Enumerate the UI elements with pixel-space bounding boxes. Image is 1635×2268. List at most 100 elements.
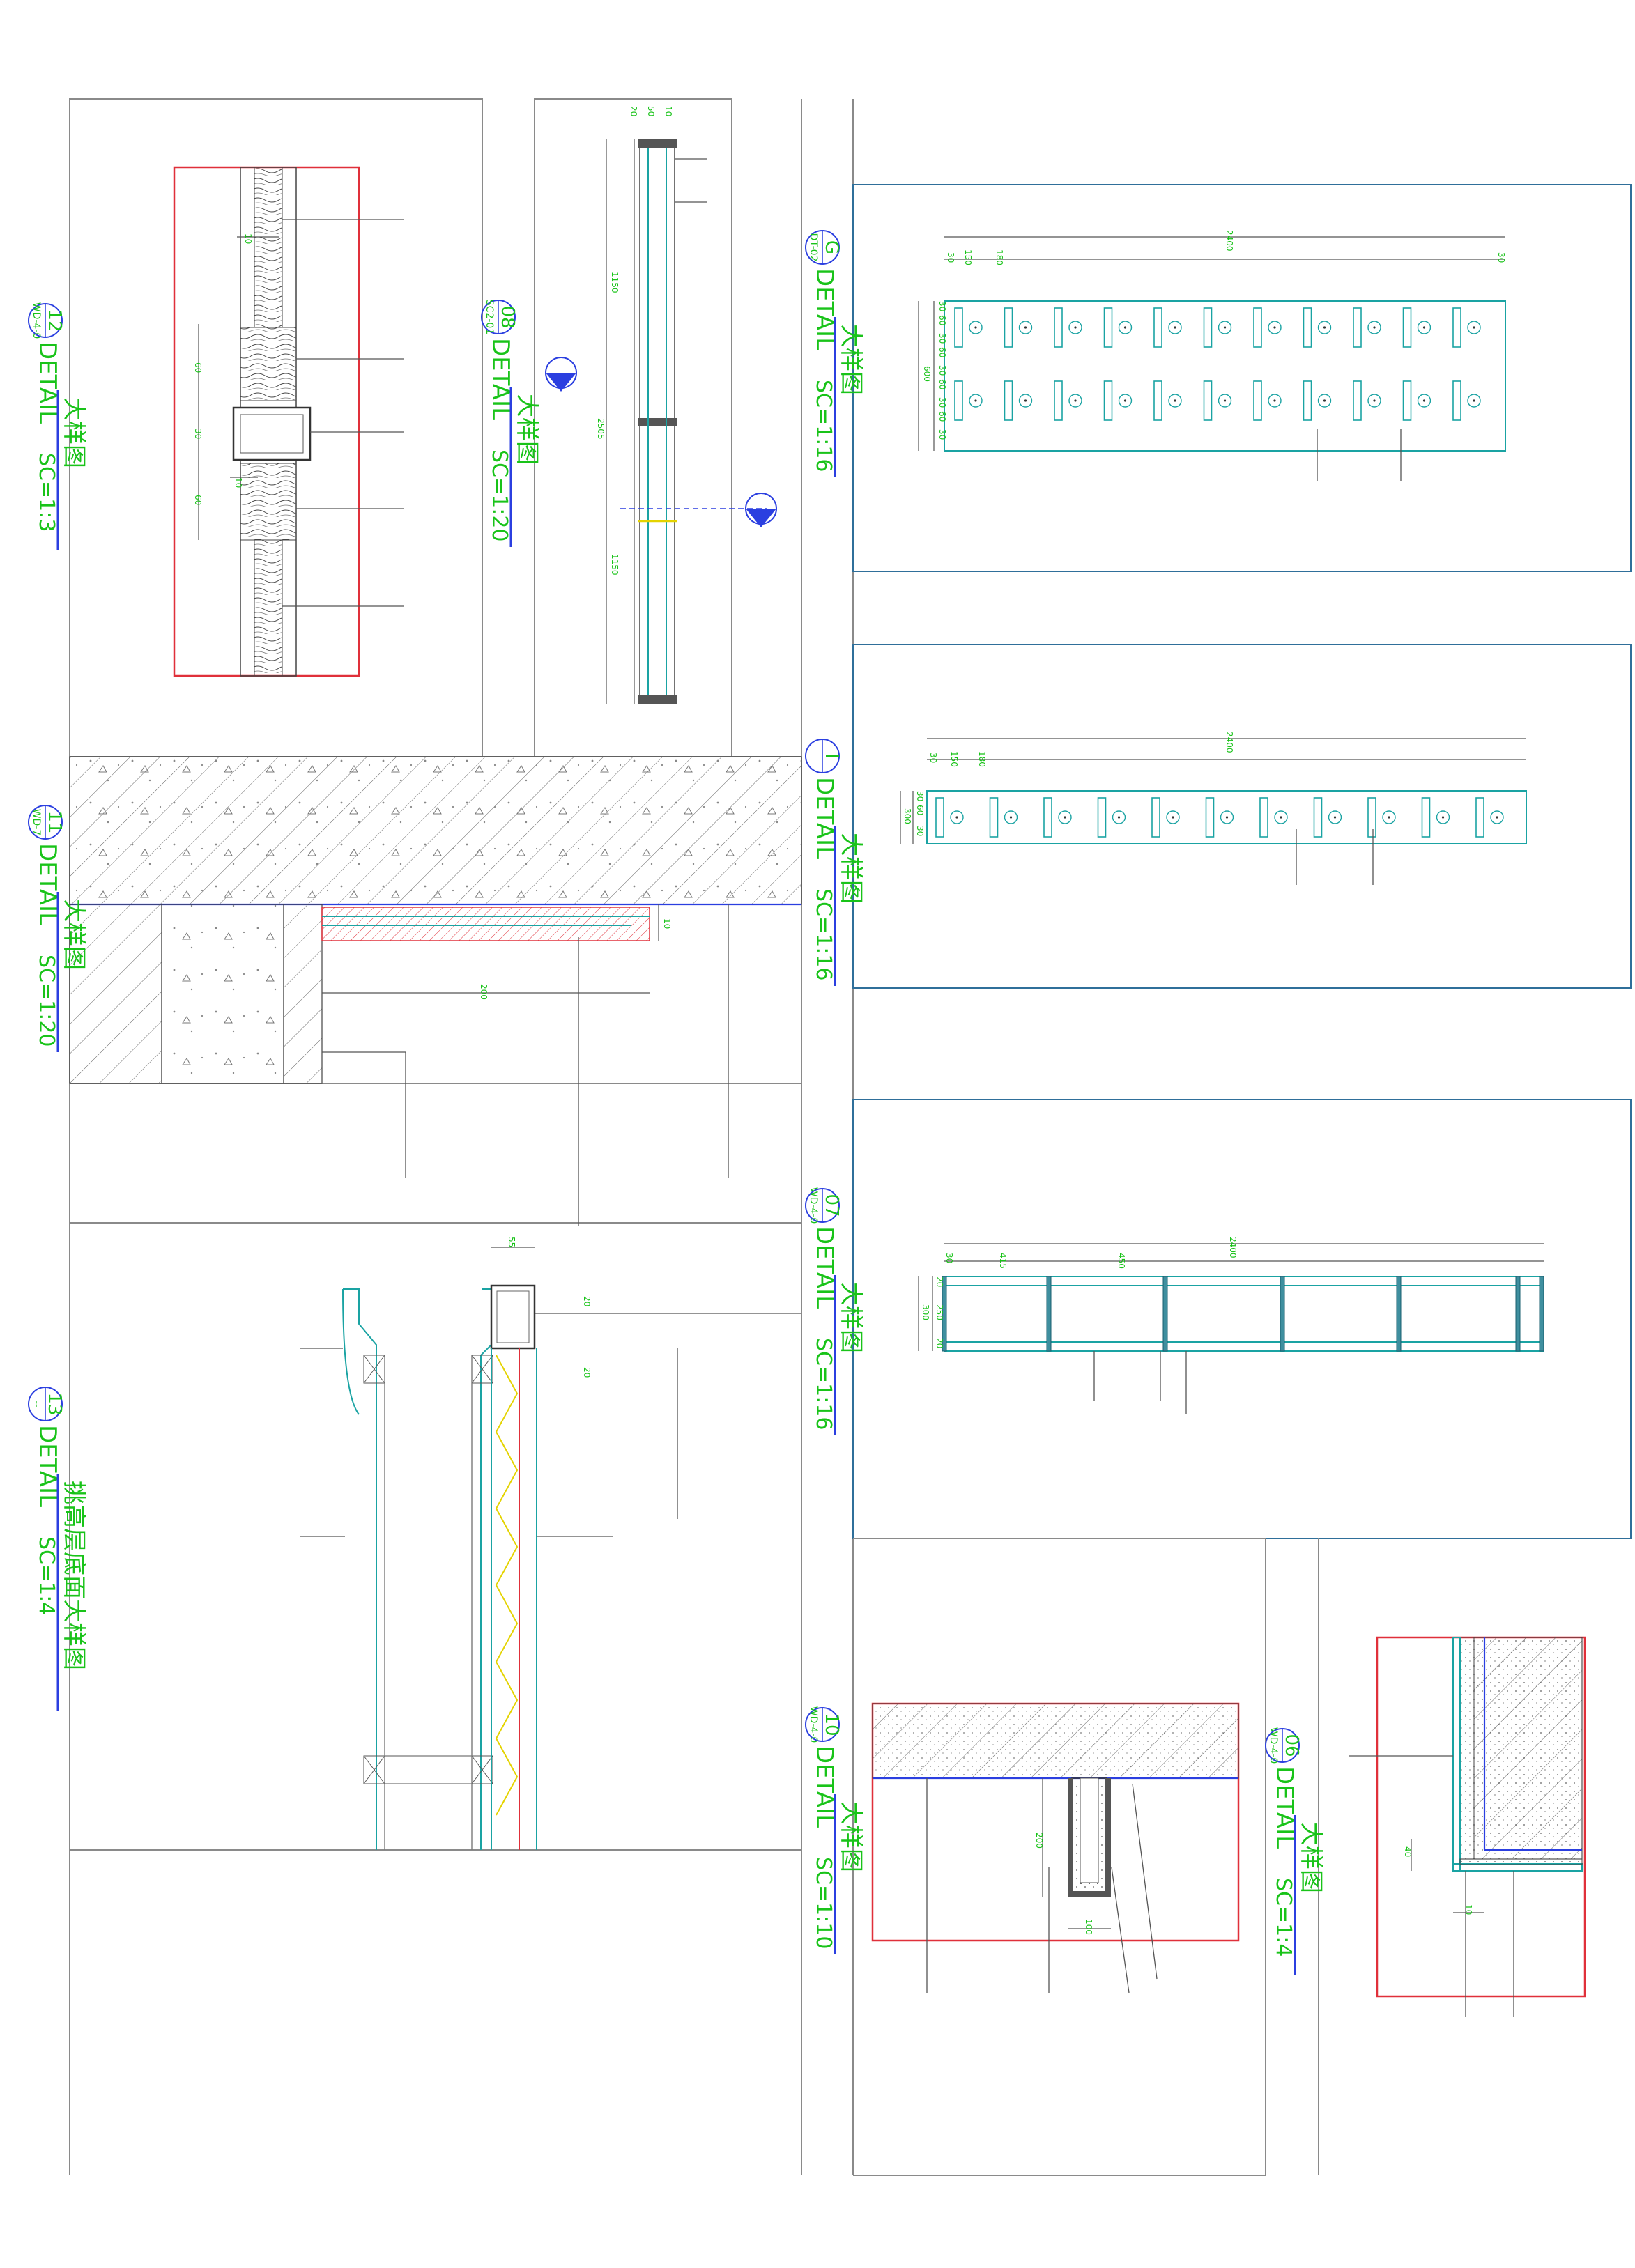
detail-08-scale: SC=1:20 [487,449,512,542]
hole [1490,810,1504,824]
detail-07-scale: SC=1:16 [811,1338,836,1430]
hole-center [1117,816,1121,819]
hole [1417,321,1431,334]
hole [1218,394,1232,408]
hole [1118,321,1133,334]
detail-12-scale: SC=1:3 [34,453,59,532]
hole-center [1273,326,1276,329]
hole-center [1024,399,1027,402]
dim-dI-top-1: 30 [928,753,938,763]
hole-center [1473,399,1475,402]
detail-07-drawing [918,1243,1544,1414]
detail-G-scale: SC=1:16 [811,380,836,472]
slot [989,797,999,838]
dim-d08-5: 1150 [610,554,620,576]
detail-11-title-en: DETAIL [33,843,61,925]
detail-G-number: G [821,240,842,254]
slot [1367,797,1376,838]
dim-d12-0: 10 [243,233,253,244]
hole [1018,394,1033,408]
slot [1153,380,1162,421]
slot [1313,797,1323,838]
dim-dI-top-2: 150 [949,751,959,767]
hole-center [974,326,977,329]
hole [1317,321,1332,334]
dim-d10-0: 200 [1034,1833,1044,1849]
dim-d06-0: 40 [1403,1846,1413,1857]
dim-dI-side-2: 60 [915,805,925,815]
hole [1328,810,1342,824]
detail-12-title-cn: 大样图 [60,397,88,468]
detail-10-ref: WD-4-0 [808,1706,819,1743]
slot [935,797,944,838]
slot [1259,797,1268,838]
detail-G-title-en: DETAIL [811,268,838,350]
detail-11-title-cn: 大样图 [60,899,88,970]
detail-12-drawing [173,166,404,677]
dim-dG-side-8: 60 [937,411,947,422]
detail-06-title: 06 WD-4-0 DETAIL 大样图 SC=1:4 [1265,1727,1325,1975]
dim-d12-1: 60 [193,362,203,373]
hole-center [1024,326,1027,329]
dim-d13-2: 20 [582,1367,592,1378]
sheet-frames [69,98,1632,2176]
detail-12-title: 12 WD-4-0 DETAIL 大样图 SC=1:3 [28,302,88,550]
slot [1043,797,1052,838]
hole [1367,321,1381,334]
detail-11-number: 11 [44,810,65,833]
detail-13-number: 13 [44,1392,65,1415]
dim-dG-side-9: 30 [937,429,947,440]
dim-d07-top-3: 450 [1116,1253,1126,1269]
dim-dG-top-1: 30 [946,252,955,263]
hole [1417,394,1431,408]
detail-10-drawing [871,1702,1240,1993]
hole-center [1074,326,1077,329]
dim-dG-side-4: 60 [937,347,947,357]
detail-G-title: G DT-02 DETAIL 大样图 SC=1:16 [805,230,865,477]
dim-d12-2: 30 [193,429,203,439]
slot [1205,797,1215,838]
detail-I-title-cn: 大样图 [837,833,865,904]
slot [1153,307,1162,348]
slot [1452,380,1461,421]
dim-d06-1: 10 [1464,1904,1473,1915]
detail-12-number: 12 [44,309,65,332]
slot [1004,307,1013,348]
slot [1203,307,1213,348]
detail-I-perforation-slots [935,797,1504,838]
dim-d11-0: 10 [662,918,672,929]
dim-d08-1: 50 [646,106,656,116]
mullion [1539,1276,1544,1352]
hole [1168,321,1182,334]
hole-center [1074,399,1077,402]
hole [1274,810,1288,824]
hole-center [1273,399,1276,402]
hole [1058,810,1072,824]
hole-center [1323,326,1326,329]
detail-13-drawing [300,1247,801,1850]
hole [1317,394,1332,408]
detail-08-title-en: DETAIL [486,338,514,420]
dim-d07-total: 2400 [1228,1237,1238,1258]
detail-12-title-en: DETAIL [33,341,61,424]
slot [1203,380,1213,421]
detail-11-scale: SC=1:20 [34,955,59,1047]
detail-11-drawing [69,756,802,1226]
slot [1097,797,1107,838]
hole [1068,394,1082,408]
hole-center [1064,816,1066,819]
dim-dG-side-6: 60 [937,379,947,389]
slot [1421,797,1431,838]
detail-I-number: I [821,753,842,759]
hole [1268,321,1282,334]
hole-center [1223,326,1227,329]
hole [969,394,983,408]
dim-dG-top-3: 180 [995,249,1004,265]
hole-center [1174,326,1176,329]
hole-center [1174,399,1176,402]
detail-06-scale: SC=1:4 [1271,1878,1296,1957]
hole-center [1388,816,1390,819]
detail-13-title-en: DETAIL [33,1425,61,1507]
hole-center [1373,399,1376,402]
